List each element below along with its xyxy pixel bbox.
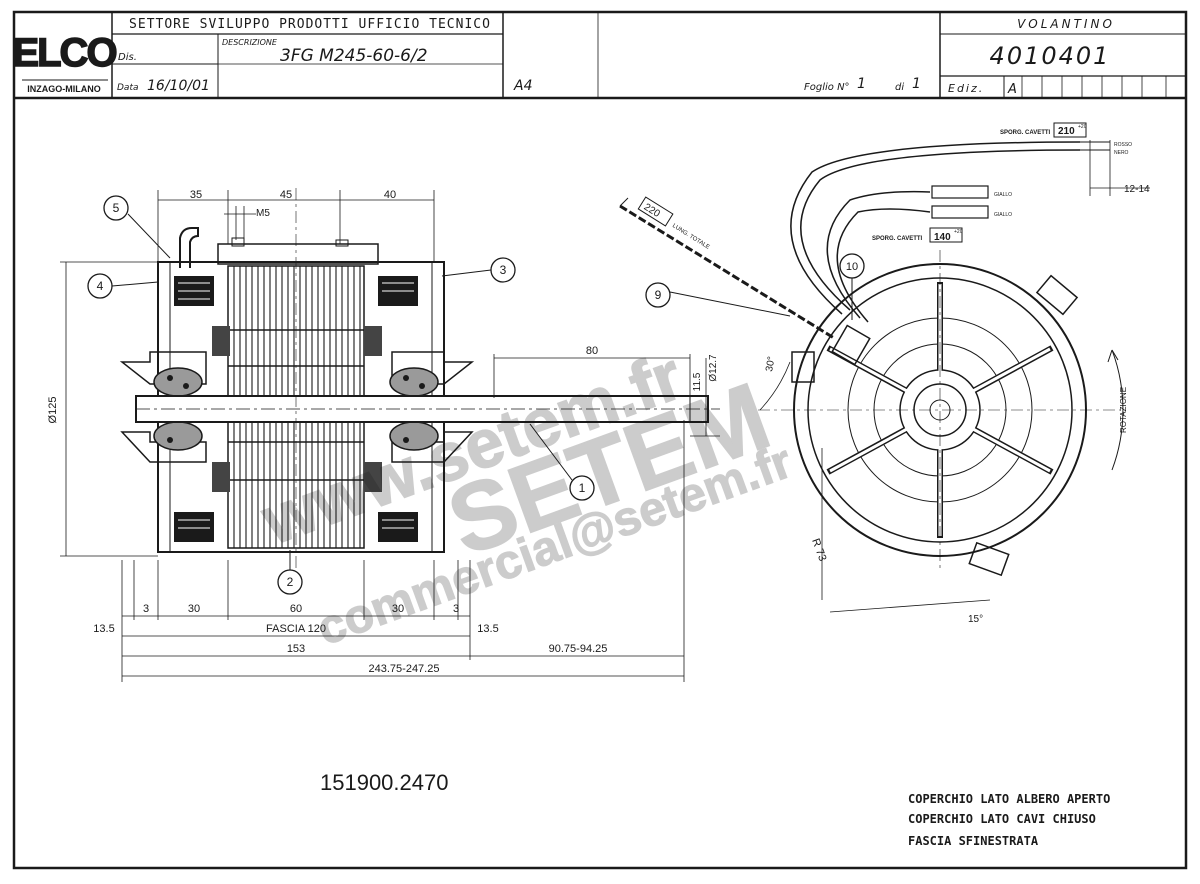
format-value: A4 xyxy=(513,78,532,94)
sporg-140-label: SPORG. CAVETTI xyxy=(872,236,923,242)
dim-bottom-3b: 3 xyxy=(453,603,459,615)
motor-section-view xyxy=(60,188,720,682)
edition-label: Ediz. xyxy=(948,82,984,95)
part-callouts xyxy=(87,195,865,595)
dis-label: Dis. xyxy=(118,52,137,63)
earth-lead-length: 220 xyxy=(642,202,662,220)
radius-73: R 73 xyxy=(809,537,828,563)
angle-30: 30° xyxy=(764,356,777,373)
earth-lead-total-label: LUNG. TOTALE xyxy=(671,223,710,251)
callout-5: 5 xyxy=(113,201,120,215)
dim-243-range: 243.75-247.25 xyxy=(369,663,440,675)
dim-diameter-12-7: Ø12.7 xyxy=(708,354,719,382)
note-line-1: COPERCHIO LATO ALBERO APERTO xyxy=(908,792,1110,806)
date-label: Data xyxy=(117,83,139,93)
description-label: DESCRIZIONE xyxy=(222,38,278,47)
document-number: 4010401 xyxy=(990,42,1111,70)
callout-9: 9 xyxy=(655,288,662,302)
sporg-210-tol: +20 xyxy=(1078,124,1087,130)
dim-12-14: 12-14 xyxy=(1124,184,1150,195)
dim-11-5: 11.5 xyxy=(692,372,703,391)
sporg-210-value: 210 xyxy=(1058,126,1075,137)
sheet-label: Foglio N° xyxy=(804,82,850,93)
dim-bottom-60: 60 xyxy=(290,603,302,615)
note-line-3: FASCIA SFINESTRATA xyxy=(908,834,1039,848)
callout-2: 2 xyxy=(287,575,294,589)
dim-bottom-3a: 3 xyxy=(143,603,149,615)
callout-4: 4 xyxy=(97,279,104,293)
callout-3: 3 xyxy=(500,263,507,277)
dim-m5: M5 xyxy=(256,208,270,219)
dim-top-45: 45 xyxy=(280,189,292,201)
sporg-210-label: SPORG. CAVETTI xyxy=(1000,130,1051,136)
sheet-total: 1 xyxy=(912,76,921,92)
dim-153: 153 xyxy=(287,643,305,655)
elco-logo: ELCO INZAGO-MILANO xyxy=(12,20,119,94)
description-value: 3FG M245-60-6/2 xyxy=(280,46,428,66)
department-title: SETTORE SVILUPPO PRODOTTI UFFICIO TECNIC… xyxy=(129,17,491,32)
dim-13-5-left: 13.5 xyxy=(93,623,114,635)
wire-giallo-1: GIALLO xyxy=(994,192,1012,198)
dim-top-35: 35 xyxy=(190,189,202,201)
logo-text: ELCO xyxy=(12,31,116,75)
document-type: VOLANTINO xyxy=(1017,17,1115,31)
dim-90-range: 90.75-94.25 xyxy=(549,643,608,655)
sheet-number: 1 xyxy=(857,76,866,92)
logo-subtitle: INZAGO-MILANO xyxy=(27,84,101,94)
dim-13-5-right: 13.5 xyxy=(477,623,498,635)
wire-nero: NERO xyxy=(1114,150,1129,156)
sporg-140-tol: +20 xyxy=(954,229,963,235)
rotation-label: ROTAZIONE xyxy=(1119,387,1128,433)
watermark: www.setem.fr SETEM commercial@setem.fr xyxy=(251,337,800,657)
dimension-lines xyxy=(60,190,720,682)
part-code: 151900.2470 xyxy=(320,770,448,795)
angle-15: 15° xyxy=(968,614,983,625)
title-block: ELCO INZAGO-MILANO SETTORE SVILUPPO PROD… xyxy=(12,12,1186,98)
dim-diameter-125: Ø125 xyxy=(47,397,59,424)
dimension-labels: 35 45 40 M5 Ø125 80 11.5 Ø12.7 3 30 60 3… xyxy=(47,189,719,675)
note-line-2: COPERCHIO LATO CAVI CHIUSO xyxy=(908,812,1096,826)
dim-80: 80 xyxy=(586,345,598,357)
wire-rosso: ROSSO xyxy=(1114,142,1132,148)
dim-fascia-120: FASCIA 120 xyxy=(266,623,326,635)
wire-giallo-2: GIALLO xyxy=(994,212,1012,218)
motor-end-view xyxy=(619,140,1150,613)
date-value: 16/10/01 xyxy=(147,78,210,94)
sporg-140-value: 140 xyxy=(934,232,951,243)
of-label: di xyxy=(895,82,904,93)
dim-bottom-30a: 30 xyxy=(188,603,200,615)
edition-value: A xyxy=(1007,82,1017,97)
callout-1: 1 xyxy=(579,481,586,495)
callout-10: 10 xyxy=(846,261,858,273)
dim-bottom-30b: 30 xyxy=(392,603,404,615)
dim-top-40: 40 xyxy=(384,189,396,201)
